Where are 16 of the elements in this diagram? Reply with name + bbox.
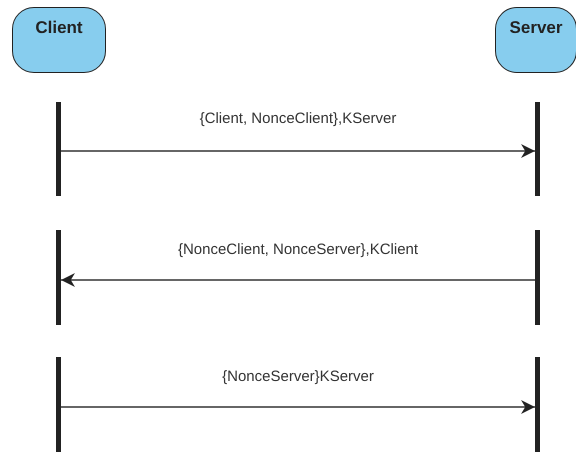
- lifeline-bar: [56, 102, 61, 196]
- message-label: {Client, NonceClient},KServer: [200, 110, 396, 127]
- message-arrow: [61, 144, 535, 158]
- lifeline-bar: [56, 357, 61, 452]
- message-arrow: [61, 400, 535, 414]
- actor-name: Server: [510, 18, 562, 37]
- lifeline-bar: [535, 102, 540, 196]
- lifeline-bar: [56, 230, 61, 325]
- actor-box: [12, 7, 106, 73]
- lifeline-bar: [535, 230, 540, 325]
- lifeline-bar: [535, 357, 540, 452]
- message-arrow: [61, 273, 535, 287]
- message-label: {NonceClient, NonceServer},KClient: [178, 241, 418, 258]
- actor-name: Client: [35, 18, 83, 37]
- message-label: {NonceServer}KServer: [222, 368, 374, 385]
- actor-box: [495, 7, 576, 73]
